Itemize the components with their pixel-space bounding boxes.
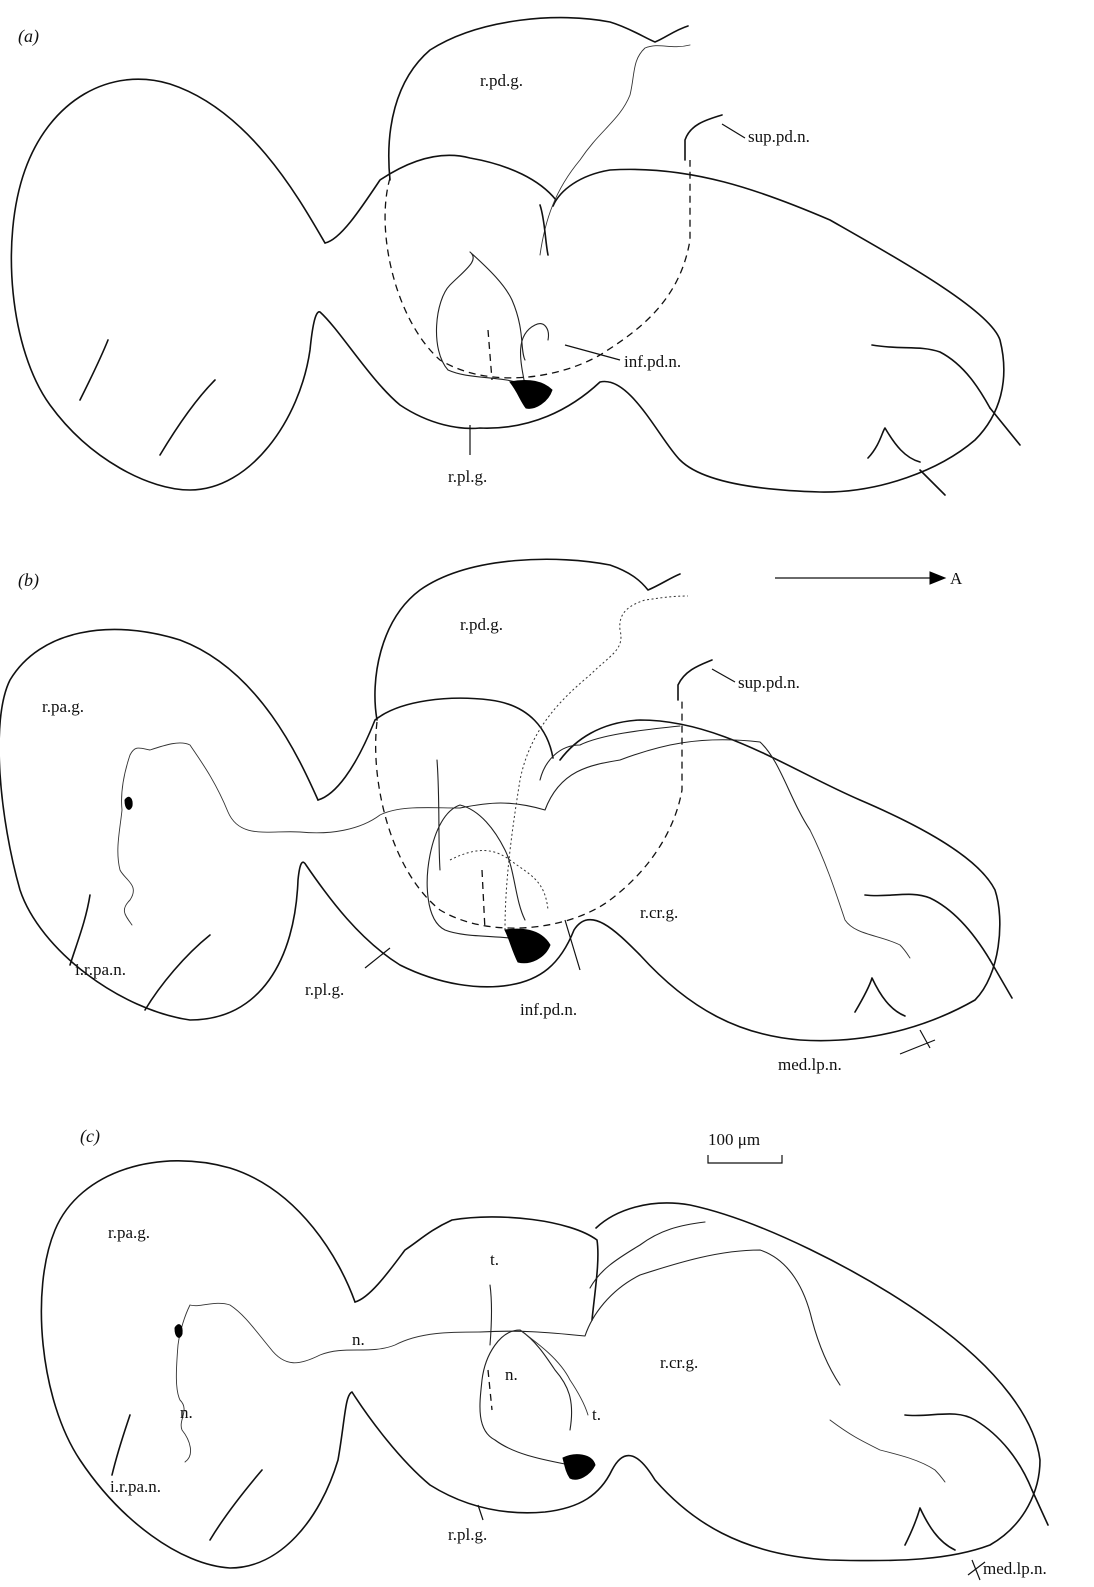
panel-b-label-pedal-ganglion: r.pd.g.: [460, 615, 503, 634]
panel-a-cerebral-stroke-2: [868, 428, 920, 462]
panel-c-tract-right: [520, 1330, 588, 1415]
panel-c-neuron-soma: [563, 1455, 595, 1479]
panel-b-label-inf-pd-nerve: inf.pd.n.: [520, 1000, 577, 1019]
panel-b: (b) A: [0, 559, 1012, 1074]
panel-b-connective-upper: [460, 740, 810, 830]
panel-b-cerebral-nerve: [810, 830, 910, 958]
panel-a-parietal-stroke-2: [160, 380, 215, 455]
panel-b-neuron-process-vertical: [437, 760, 440, 870]
panel-c-connective-nerve: [176, 1303, 480, 1462]
panel-c-parietal-soma: [175, 1325, 182, 1338]
panel-a-label-inf-pd-nerve: inf.pd.n.: [624, 352, 681, 371]
panel-b-direction-label: A: [950, 569, 963, 588]
panel-b-label-parietal-ganglion: r.pa.g.: [42, 697, 84, 716]
panel-b-sup-pd-nerve-stub: [678, 660, 712, 700]
panel-a-label-sup-pd-nerve: sup.pd.n.: [748, 127, 810, 146]
panel-b-sup-pd-leader: [712, 669, 735, 682]
panel-b-dotted-branches: [450, 851, 548, 910]
panel-a-cerebral-stroke-3: [990, 408, 1020, 445]
panel-b-label-med-lp-nerve: med.lp.n.: [778, 1055, 842, 1074]
panel-b-process-dashed: [482, 870, 485, 930]
panel-b-ascending-dotted-tract: [505, 596, 688, 930]
panel-b-pedal-ganglion-outline: [375, 559, 680, 720]
panel-c-label-intestinal-nerve: i.r.pa.n.: [110, 1477, 161, 1496]
panel-b-connective-nerve: [118, 743, 460, 925]
panel-b-direction-arrow-head: [930, 572, 945, 584]
panel-c-cerebral-stroke-2: [905, 1508, 955, 1550]
panel-c-process-dashed: [488, 1370, 492, 1410]
panel-c-parietal-stroke-1: [112, 1415, 130, 1475]
panel-b-pedal-dashed: [376, 700, 682, 928]
panel-b-label-pleural-ganglion: r.pl.g.: [305, 980, 344, 999]
panel-a-sup-pd-nerve-stub: [685, 115, 722, 160]
panel-a-neuron-soma: [510, 380, 552, 408]
panel-c-cerebral-nerve: [830, 1420, 945, 1482]
panel-a-pedal-dashed: [385, 160, 690, 378]
panel-a-ascending-tract: [540, 45, 690, 255]
panel-c-neck-outline: [355, 1217, 598, 1320]
panel-b-label-intestinal-nerve: i.r.pa.n.: [75, 960, 126, 979]
panel-b-parietal-stroke-2: [145, 935, 210, 1010]
panel-a-pedal-ganglion-outline: [389, 18, 688, 180]
panel-c-label-tract-1: t.: [490, 1250, 499, 1269]
panel-b-cerebral-stroke-1: [865, 894, 990, 960]
panel-a-label: (a): [18, 26, 39, 47]
panel-c: (c) 100 μm r.pa.g. n. n. n.: [41, 1126, 1048, 1580]
panel-c-neuron-process-loop: [480, 1330, 572, 1465]
panel-c-connective-lower: [590, 1222, 705, 1288]
panel-a-label-pleural-ganglion: r.pl.g.: [448, 467, 487, 486]
panel-c-scale-bar: [708, 1155, 782, 1163]
panel-b-parietal-soma: [125, 797, 132, 809]
panel-b-cerebral-stroke-2: [855, 978, 905, 1016]
panel-c-label: (c): [80, 1126, 100, 1147]
panel-b-main-outline: [0, 629, 1000, 1040]
panel-a-process-dashed: [488, 330, 492, 380]
panel-b-label-sup-pd-nerve: sup.pd.n.: [738, 673, 800, 692]
panel-b-label-cerebral-ganglion: r.cr.g.: [640, 903, 678, 922]
panel-b-cerebral-stroke-3: [990, 960, 1012, 998]
panel-c-label-cerebral-ganglion: r.cr.g.: [660, 1353, 698, 1372]
panel-b-neuron-process-loop: [427, 805, 525, 940]
panel-b-label: (b): [18, 570, 39, 591]
panel-a-cerebral-stroke-1: [872, 345, 990, 408]
panel-c-parietal-stroke-2: [210, 1470, 262, 1540]
panel-b-pl-leader: [365, 948, 390, 968]
panel-a-parietal-stroke-1: [80, 340, 108, 400]
panel-c-label-med-lp-nerve: med.lp.n.: [983, 1559, 1047, 1578]
panel-a-main-outline: [11, 79, 1003, 492]
panel-b-med-lp-leader: [900, 1030, 935, 1054]
panel-a-sup-pd-leader: [722, 124, 745, 138]
panel-a-neck-outline: [325, 155, 556, 243]
panel-c-label-nerve-2: n.: [180, 1403, 193, 1422]
panel-c-cerebral-stroke-1: [905, 1414, 1032, 1490]
panel-c-label-nerve-3: n.: [505, 1365, 518, 1384]
panel-c-scale-bar-label: 100 μm: [708, 1130, 760, 1149]
panel-c-cerebral-stroke-3: [1032, 1490, 1048, 1525]
panel-c-label-tract-2: t.: [592, 1405, 601, 1424]
panel-c-label-pleural-ganglion: r.pl.g.: [448, 1525, 487, 1544]
panel-a-nerve-stub-low: [920, 470, 945, 495]
panel-c-main-outline: [41, 1161, 1040, 1568]
panel-b-parietal-stroke-1: [70, 895, 90, 965]
panel-b-connective-lower: [540, 726, 680, 780]
panel-b-neck-outline: [318, 698, 553, 800]
panel-a: (a) r.pd.g. sup.pd.n. inf.pd.n.: [11, 18, 1020, 495]
panel-a-label-pedal-ganglion: r.pd.g.: [480, 71, 523, 90]
panel-c-label-parietal-ganglion: r.pa.g.: [108, 1223, 150, 1242]
panel-c-neuron-process-vertical: [490, 1285, 492, 1345]
panel-b-neuron-soma: [505, 929, 550, 963]
panel-c-label-nerve-1: n.: [352, 1330, 365, 1349]
